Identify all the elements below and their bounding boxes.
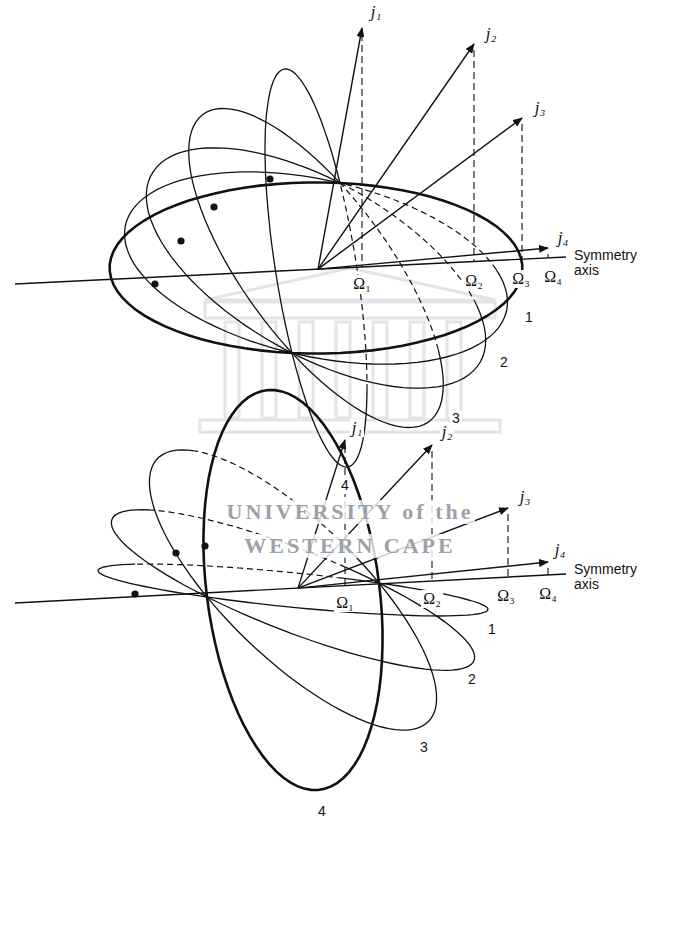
projection-label: Ω₃ <box>495 587 516 605</box>
vector-label: j₂ <box>440 423 455 442</box>
orbit-hidden-part <box>135 564 342 578</box>
watermark: WESTERN CAPE <box>242 534 457 558</box>
projection-line <box>547 254 548 258</box>
orbit-number: 2 <box>466 672 478 687</box>
orbit-dot <box>151 280 158 287</box>
vector-label: j₁ <box>350 419 365 438</box>
orbit-number: 4 <box>316 804 328 819</box>
orbit-number: 3 <box>418 740 430 755</box>
orbit-number: 4 <box>339 478 351 493</box>
projection-line <box>361 34 362 267</box>
projection-line <box>547 568 548 575</box>
angular-momentum-vector <box>318 118 522 269</box>
projection-line <box>507 514 508 577</box>
orbit-number: 1 <box>486 622 498 637</box>
projection-label: Ω₁ <box>351 275 372 293</box>
orbit-ellipse <box>189 109 444 428</box>
projection-label: Ω₂ <box>421 590 442 608</box>
axis-label: Symmetry axis <box>572 562 642 593</box>
orbit-hidden-part <box>340 183 496 270</box>
vector-label: j₄ <box>556 229 571 248</box>
orbit-ellipse <box>149 450 436 730</box>
orbit-number: 2 <box>498 355 510 370</box>
angular-momentum-vector <box>318 28 362 269</box>
projection-label: Ω₁ <box>334 594 355 612</box>
angular-momentum-vector <box>318 44 474 269</box>
vector-label: j₂ <box>484 25 499 44</box>
symmetry-axis <box>15 574 566 603</box>
bold-orbit-ellipse <box>110 183 523 354</box>
orbit-ellipse <box>125 172 508 364</box>
projection-label: Ω₄ <box>542 268 563 286</box>
orbit-dot <box>201 542 208 549</box>
orbit-dot <box>131 590 138 597</box>
orbit-hidden-part <box>340 183 477 305</box>
vector-label: j₃ <box>533 99 548 118</box>
orbit-dot <box>266 175 273 182</box>
orbit-dot <box>210 203 217 210</box>
projection-label: Ω₄ <box>537 585 558 603</box>
angular-momentum-vector <box>298 562 548 588</box>
projection-line <box>473 50 474 262</box>
orbit-dot <box>177 237 184 244</box>
axis-label: Symmetry axis <box>572 248 642 279</box>
orbit-ellipse <box>98 564 488 616</box>
orbit-dot <box>172 549 179 556</box>
vector-label: j₃ <box>518 488 533 507</box>
vector-label: j₄ <box>553 541 568 560</box>
orbit-ellipse <box>111 510 474 671</box>
projection-label: Ω₃ <box>510 270 531 288</box>
projection-line <box>521 124 522 259</box>
watermark: UNIVERSITY of the <box>225 500 476 524</box>
vector-label: j₁ <box>369 3 384 22</box>
orbit-number: 1 <box>523 310 535 325</box>
orbit-ellipse <box>146 148 485 388</box>
angular-momentum-vector <box>318 248 548 269</box>
orbit-ellipse <box>265 69 367 467</box>
bold-orbit-ellipse <box>204 390 383 790</box>
projection-label: Ω₂ <box>463 272 484 290</box>
